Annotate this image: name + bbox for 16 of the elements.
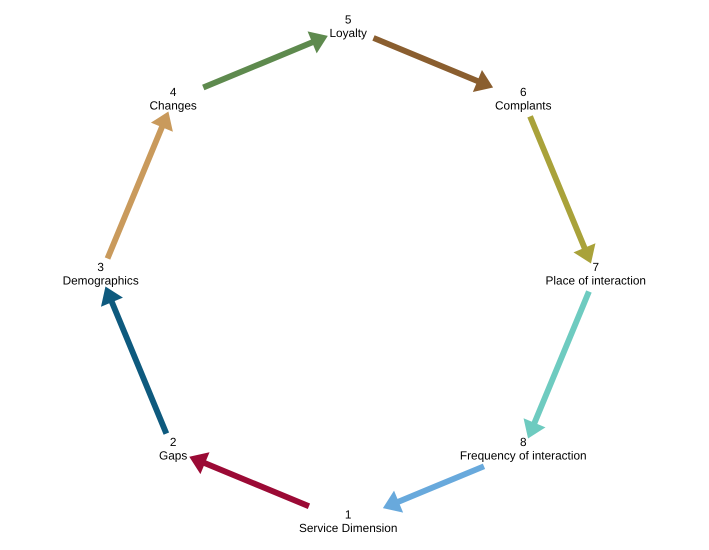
- node-text: 1 Service Dimension: [298, 508, 398, 535]
- arrow: [100, 286, 170, 435]
- node-text: 7 Place of interaction: [546, 260, 646, 288]
- arrow: [189, 452, 310, 509]
- arrow: [202, 31, 328, 90]
- arrow: [372, 35, 494, 92]
- node-text: 6 Complants: [495, 85, 552, 112]
- node-text: 5 Loyalty: [330, 12, 367, 40]
- node-text: 4 Changes: [150, 85, 197, 112]
- arrow: [524, 290, 592, 438]
- node-text: 2 Gaps: [159, 435, 188, 462]
- arrow: [382, 464, 486, 513]
- node-text: 8 Frequency of interaction: [460, 435, 587, 462]
- arrow: [527, 115, 596, 264]
- node-text: 3 Demographics: [62, 260, 139, 288]
- arrow: [104, 112, 173, 260]
